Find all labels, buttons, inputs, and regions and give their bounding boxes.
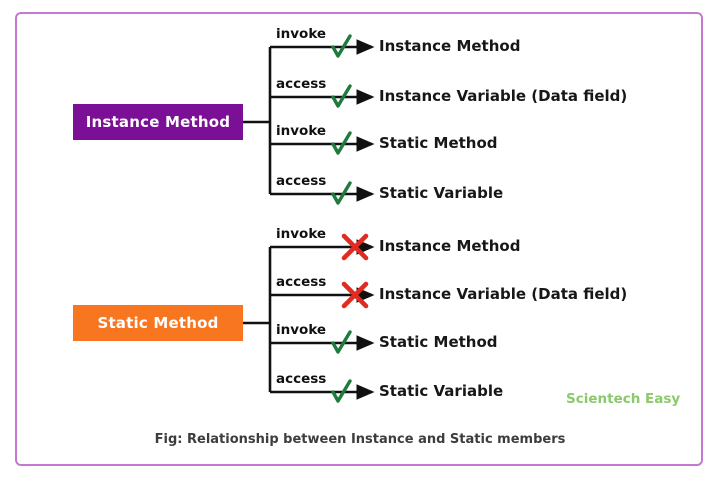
branch-relation-label: access <box>276 76 327 92</box>
figure-caption: Fig: Relationship between Instance and S… <box>154 432 566 447</box>
cross-icon <box>341 281 369 309</box>
group-instance-method-connectors <box>243 39 375 202</box>
node-instance-method[interactable]: Instance Method <box>73 104 243 140</box>
branch-relation-label: invoke <box>276 226 327 242</box>
leaf-target-label: Instance Variable (Data field) <box>379 87 628 105</box>
leaf-target-label: Instance Variable (Data field) <box>379 285 628 303</box>
check-icon <box>331 131 352 155</box>
leaf-target-label: Static Method <box>379 134 498 152</box>
node-instance-method-label: Instance Method <box>85 113 231 131</box>
branch-relation-label: invoke <box>276 26 327 42</box>
branch-relation-label: invoke <box>276 322 327 338</box>
leaf-target-label: Static Variable <box>379 184 504 202</box>
node-static-method-label: Static Method <box>97 314 219 332</box>
node-static-method[interactable]: Static Method <box>73 305 243 341</box>
leaf-target-label: Static Variable <box>379 382 504 400</box>
branch-relation-label: access <box>276 371 327 387</box>
check-icon <box>331 181 352 205</box>
branch-relation-label: invoke <box>276 123 327 139</box>
cross-icon <box>341 233 369 261</box>
check-icon <box>331 330 352 354</box>
check-icon <box>331 84 352 108</box>
check-icon <box>331 34 352 58</box>
watermark: Scientech Easy <box>566 391 681 407</box>
check-icon <box>331 379 352 403</box>
leaf-target-label: Static Method <box>379 333 498 351</box>
branch-relation-label: access <box>276 274 327 290</box>
leaf-target-label: Instance Method <box>379 237 521 255</box>
branch-relation-label: access <box>276 173 327 189</box>
leaf-target-label: Instance Method <box>379 37 521 55</box>
